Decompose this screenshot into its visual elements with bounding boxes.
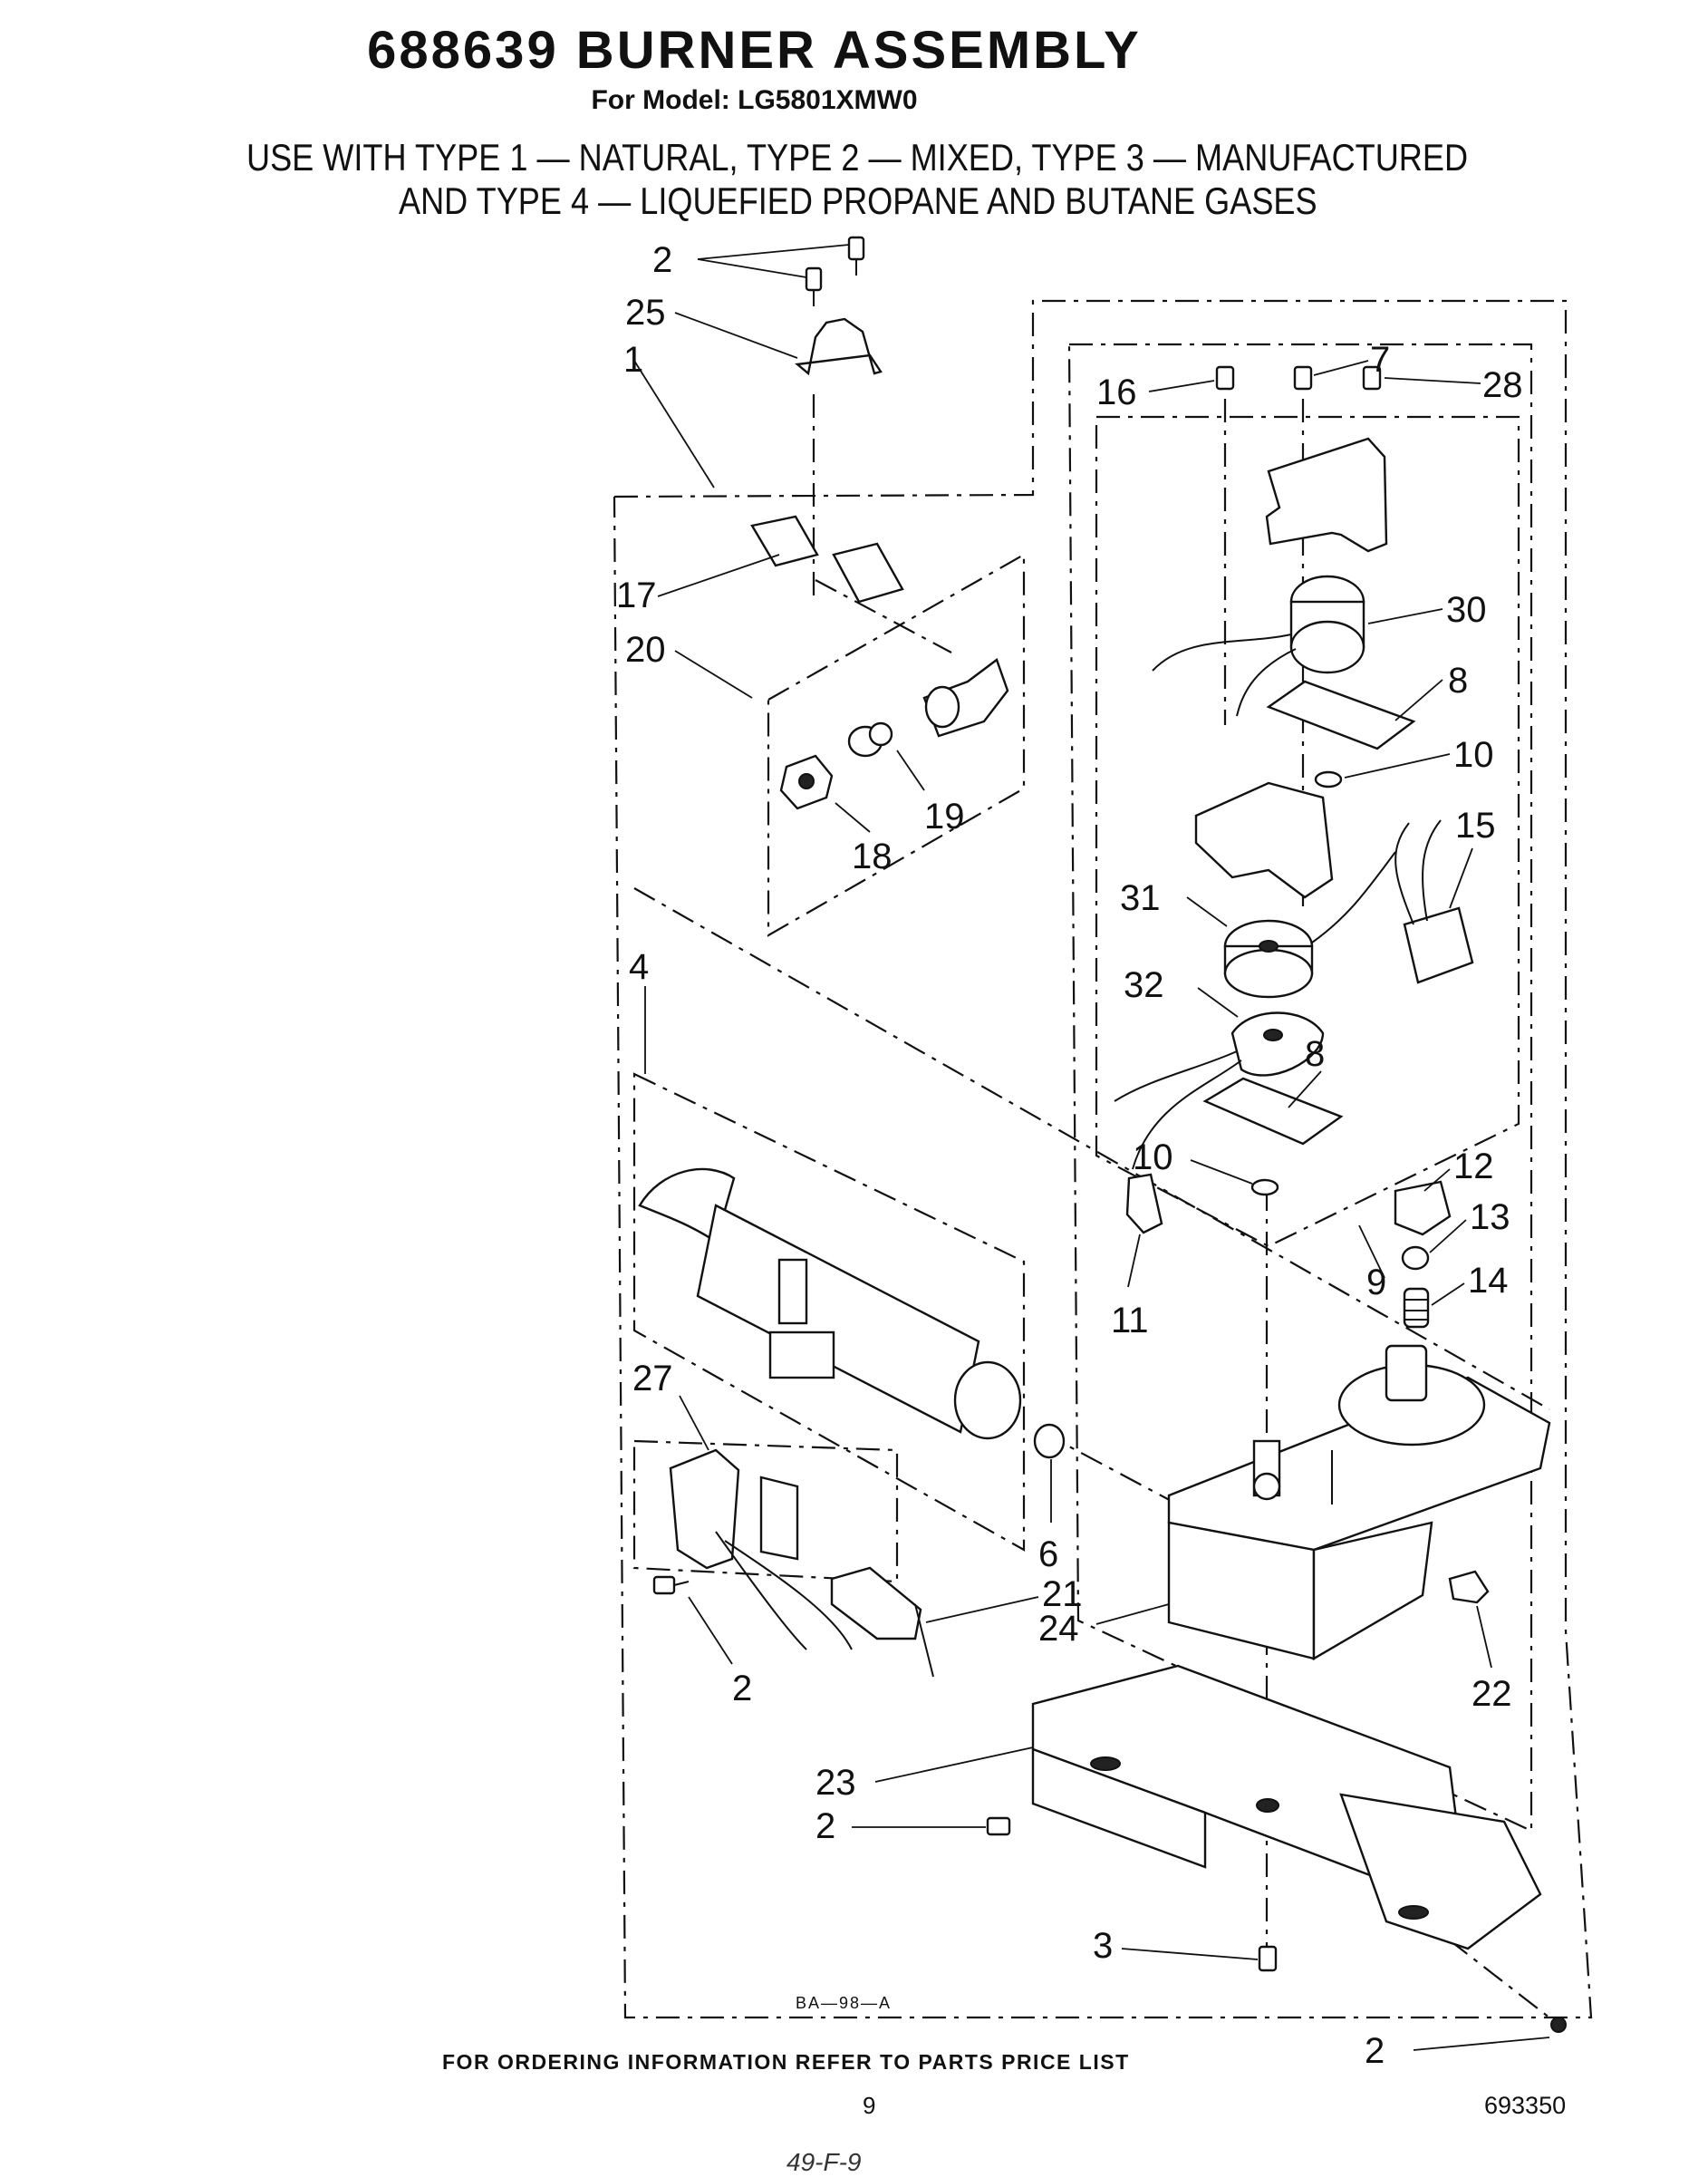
callout-7: 7 (1370, 340, 1390, 380)
callout-6: 6 (1038, 1534, 1058, 1574)
gas-tube-17 (750, 515, 904, 604)
igniter-bracket-27 (669, 1448, 853, 1650)
ordering-note: FOR ORDERING INFORMATION REFER TO PARTS … (442, 2050, 1130, 2074)
callout-9: 9 (1366, 1263, 1386, 1302)
callout-2-bracket: 2 (815, 1806, 835, 1846)
solenoid-coil-30 (1152, 575, 1365, 717)
screw-2-left (652, 1575, 690, 1595)
wire-connector-15 (1394, 819, 1474, 984)
callout-17: 17 (616, 576, 657, 615)
igniter-plane-boundary (632, 1439, 899, 1583)
page-number: 9 (863, 2092, 876, 2119)
callout-8-upper: 8 (1448, 661, 1468, 701)
igniter-21 (830, 1566, 934, 1678)
orifice-hood-19 (847, 721, 893, 758)
burner-tube-4 (638, 1167, 1022, 1440)
callout-23: 23 (815, 1763, 856, 1803)
solenoid-bracket-mid (1194, 781, 1334, 899)
callout-16: 16 (1096, 373, 1137, 412)
callout-19: 19 (924, 797, 965, 837)
callout-18: 18 (852, 837, 893, 876)
leader-lines (633, 244, 1550, 2051)
washer-10a (1314, 770, 1343, 789)
document-number: 693350 (1484, 2092, 1567, 2119)
screws-16-7-28 (1215, 365, 1382, 391)
gas-valve-body-24 (1167, 1344, 1551, 1661)
callout-15: 15 (1455, 806, 1496, 846)
manifold-valve (922, 658, 1009, 738)
usage-line-2: AND TYPE 4 — LIQUEFIED PROPANE AND BUTAN… (399, 179, 1317, 222)
pilot-fitting-11 (1125, 1173, 1163, 1234)
alignment-line-screw-2d (1413, 1911, 1555, 2022)
coil-32 (1114, 1011, 1325, 1170)
orifice-nut-18 (779, 754, 834, 810)
model-subtitle: For Model: LG5801XMW0 (591, 85, 918, 115)
callout-24: 24 (1038, 1609, 1079, 1649)
washer-10b (1250, 1178, 1279, 1196)
screw-2-corner (1550, 2017, 1567, 2033)
tube-bracket (795, 317, 883, 376)
drawing-code: BA—98—A (796, 1994, 892, 2012)
callout-30: 30 (1446, 590, 1487, 630)
alignment-line-orifice (633, 887, 1550, 1410)
coil-31 (1223, 851, 1396, 999)
mounting-bracket-23 (1031, 1664, 1542, 1950)
orifice-box-boundary (767, 553, 1026, 937)
callout-25: 25 (625, 293, 666, 333)
callout-2-left: 2 (732, 1669, 752, 1708)
screw-2-bottom (986, 1816, 1011, 1836)
page-title: 688639 BURNER ASSEMBLY (367, 21, 1142, 80)
callout-32: 32 (1124, 965, 1164, 1005)
callout-14: 14 (1468, 1261, 1509, 1301)
orifice-spud-6 (1033, 1423, 1066, 1459)
callout-22: 22 (1472, 1674, 1512, 1714)
callout-13: 13 (1470, 1197, 1510, 1237)
usage-line-1: USE WITH TYPE 1 — NATURAL, TYPE 2 — MIXE… (246, 136, 1469, 179)
callout-11: 11 (1111, 1301, 1149, 1340)
callout-8-lower: 8 (1305, 1034, 1325, 1074)
callout-1: 1 (623, 340, 643, 380)
callout-27: 27 (632, 1359, 673, 1398)
callout-21: 21 (1042, 1574, 1083, 1614)
handwritten-note: 49-F-9 (786, 2148, 862, 2176)
gasket-plate-8b (1202, 1077, 1344, 1146)
gasket-plate-8a (1266, 680, 1416, 750)
alignment-line-tube (815, 579, 952, 653)
callout-3: 3 (1093, 1926, 1113, 1966)
outer-assembly-boundary (613, 299, 1593, 2019)
callout-31: 31 (1120, 878, 1161, 918)
regulator-cap-12 (1394, 1180, 1452, 1236)
pilot-fitting-22 (1448, 1570, 1490, 1604)
screw-3 (1258, 1945, 1278, 1972)
burner-box-boundary (632, 1072, 1026, 1552)
spring-retainer-13 (1401, 1245, 1430, 1271)
callout-28: 28 (1482, 365, 1523, 405)
callout-2-top: 2 (652, 240, 672, 280)
screw-pair-top (805, 236, 865, 306)
alignment-line-burner (1041, 1431, 1179, 1505)
solenoid-bracket-top (1265, 437, 1388, 553)
spring-14 (1403, 1287, 1430, 1329)
callout-2-corner: 2 (1365, 2031, 1385, 2071)
callout-20: 20 (625, 630, 666, 670)
callout-4: 4 (629, 947, 649, 987)
callout-10-upper: 10 (1453, 735, 1494, 775)
callout-10-lower: 10 (1133, 1137, 1173, 1177)
callout-12: 12 (1453, 1147, 1494, 1186)
